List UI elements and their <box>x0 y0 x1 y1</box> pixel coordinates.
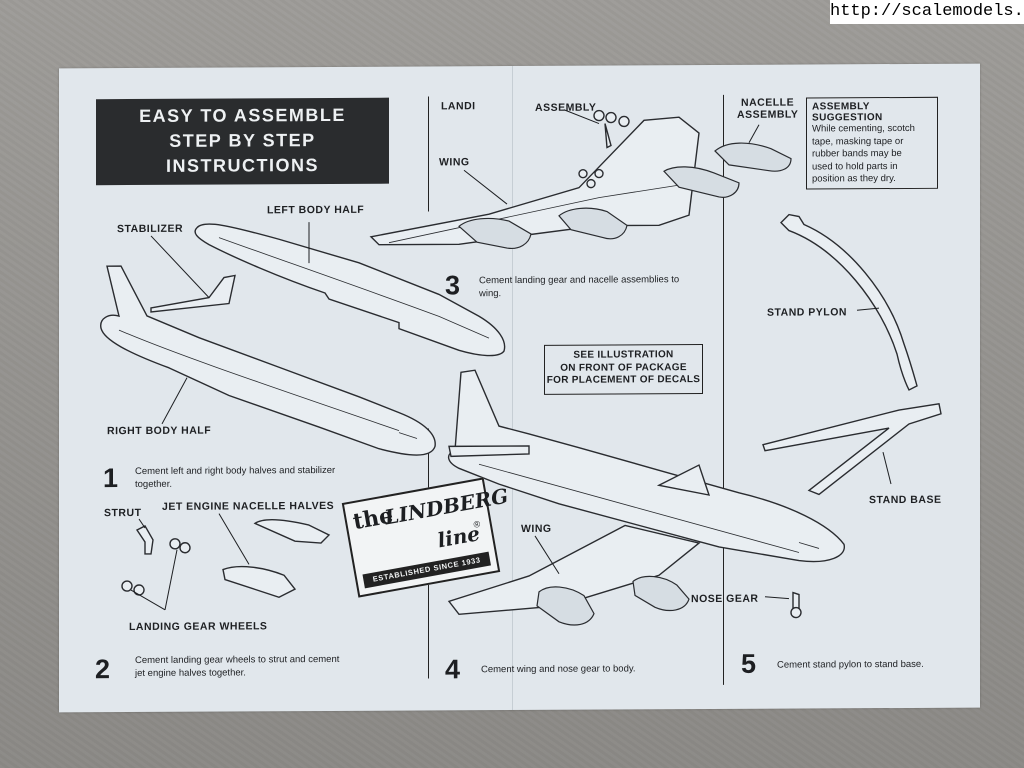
decal-note-line-1: SEE ILLUSTRATION <box>545 349 702 362</box>
step-2-line-2: jet engine halves together. <box>135 666 385 680</box>
assembly-suggestion-line-1: While cementing, scotch <box>812 123 932 136</box>
decal-note-line-3: FOR PLACEMENT OF DECALS <box>545 374 702 387</box>
step-4-number: 4 <box>445 656 460 683</box>
label-stand-base: STAND BASE <box>869 494 941 506</box>
assembly-suggestion-title: ASSEMBLY SUGGESTION <box>812 101 932 124</box>
gear-wheels-drawing <box>122 539 190 595</box>
step-3-line-1: Cement landing gear and nacelle assembli… <box>479 273 719 287</box>
assembly-suggestion-line-2: tape, masking tape or <box>812 135 932 148</box>
step-2-text: Cement landing gear wheels to strut and … <box>135 653 385 680</box>
label-wing-step3: WING <box>439 156 470 168</box>
label-stand-pylon: STAND PYLON <box>767 306 847 318</box>
step-4-text: Cement wing and nose gear to body. <box>481 662 721 676</box>
label-landing-gear-wheels: LANDING GEAR WHEELS <box>129 620 267 633</box>
decal-note-box: SEE ILLUSTRATION ON FRONT OF PACKAGE FOR… <box>544 344 703 395</box>
step-4-line-1: Cement wing and nose gear to body. <box>481 662 721 676</box>
step-1-line-1: Cement left and right body halves and st… <box>135 464 385 478</box>
label-wing-step4: WING <box>521 523 552 535</box>
step-5-line-1: Cement stand pylon to stand base. <box>777 658 977 672</box>
step-3-line-2: wing. <box>479 286 719 300</box>
strut-drawing <box>137 526 153 554</box>
nacelle-assembly-drawing <box>715 143 791 172</box>
logo-registered: ® <box>473 519 481 530</box>
watermark: http://scalemodels.ru <box>830 0 1024 24</box>
step-2-line-1: Cement landing gear wheels to strut and … <box>135 653 385 667</box>
step-1-number: 1 <box>103 465 118 492</box>
label-strut: STRUT <box>104 507 142 519</box>
assembly-suggestion-line-5: position as they dry. <box>812 173 932 186</box>
stand-pylon-drawing <box>781 214 917 391</box>
assembly-suggestion-line-3: rubber bands may be <box>812 148 932 161</box>
label-stabilizer: STABILIZER <box>117 223 183 235</box>
step3-wing-drawing <box>371 117 739 249</box>
label-landing-gear-assembly-left: LANDI <box>441 100 476 112</box>
step-1-line-2: together. <box>135 477 385 491</box>
step-2-number: 2 <box>95 656 110 683</box>
decal-note-line-2: ON FRONT OF PACKAGE <box>545 362 702 375</box>
label-left-body-half: LEFT BODY HALF <box>267 204 364 217</box>
label-right-body-half: RIGHT BODY HALF <box>107 425 211 438</box>
label-landing-gear-assembly-right: ASSEMBLY <box>535 102 596 114</box>
assembly-suggestion-line-4: used to hold parts in <box>812 160 932 173</box>
label-nacelle-assembly-line1: NACELLE <box>741 97 794 109</box>
instruction-sheet: EASY TO ASSEMBLE STEP BY STEP INSTRUCTIO… <box>59 64 980 713</box>
label-jet-engine-nacelle-halves: JET ENGINE NACELLE HALVES <box>162 500 334 513</box>
nose-gear-drawing <box>791 593 801 618</box>
assembly-suggestion-box: ASSEMBLY SUGGESTION While cementing, sco… <box>806 97 938 190</box>
step-5-text: Cement stand pylon to stand base. <box>777 658 977 672</box>
label-nacelle-assembly-line2: ASSEMBLY <box>737 109 798 121</box>
label-nose-gear: NOSE GEAR <box>691 593 759 605</box>
step-5-number: 5 <box>741 651 756 678</box>
stand-base-drawing <box>763 404 941 495</box>
step-3-number: 3 <box>445 272 460 299</box>
step-1-text: Cement left and right body halves and st… <box>135 464 385 491</box>
nacelle-halves-drawing <box>223 519 329 597</box>
step-3-text: Cement landing gear and nacelle assembli… <box>479 273 719 300</box>
